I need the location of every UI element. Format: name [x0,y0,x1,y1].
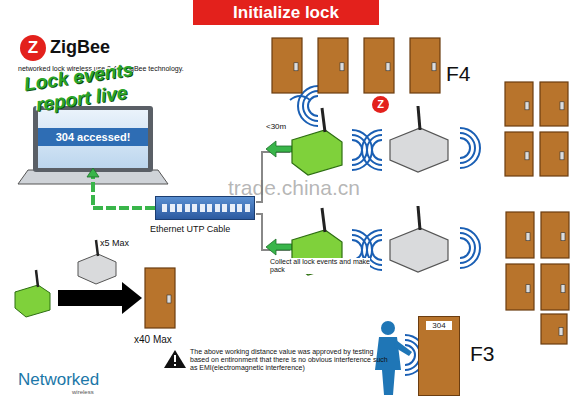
range-arrow [58,282,142,314]
radio-wave [352,140,362,160]
door-lock [340,63,344,71]
switch-port [245,204,250,212]
door-lock [561,285,565,293]
door-lock [560,152,564,160]
brand-logo: Networked [18,370,99,390]
router-device [390,206,448,272]
door-lock [386,63,390,71]
brand-sub: wireless [72,389,94,396]
door [506,212,534,258]
radio-wave [460,228,480,268]
door [364,38,394,93]
title-banner: Initialize lock [193,0,379,25]
arrow-head [87,168,99,177]
connector-line [93,177,155,208]
radio-wave [372,240,382,260]
zigbee-logo: Z [20,35,46,61]
floor-label: F3 [470,342,495,366]
radio-wave [460,233,475,263]
radio-wave [460,128,480,168]
watermark: trade.china.cn [228,176,360,200]
radio-wave [372,140,382,160]
door [410,38,440,93]
warning-icon [174,355,176,362]
warning-note: The above working distance value was app… [190,348,390,372]
door [145,268,175,328]
node-text: 304 accessed! [38,128,148,146]
door [541,212,569,258]
door [505,132,533,176]
data-arrow [266,141,292,157]
distance-label: <30m [266,122,286,131]
radio-wave [460,138,470,158]
count-label: x40 Max [134,334,172,346]
door [505,82,533,126]
door-row [145,38,569,344]
door [272,38,302,93]
switch-port [177,204,182,212]
zigbee-badge: Z [372,96,389,113]
door [540,132,568,176]
radio-wave [460,238,470,258]
switch-port [192,204,197,212]
laptop-screen: 304 accessed! [38,110,148,168]
door-304: 304 [418,316,460,396]
warning-icon [174,364,176,366]
switch-port [222,204,227,212]
door-lock [526,285,530,293]
door-lock [560,102,564,110]
door-lock [526,233,530,241]
door [540,82,568,126]
connector [87,168,155,208]
radio-wave [405,345,415,365]
door-lock [561,233,565,241]
note: Collect all lock events and make pack [270,258,370,274]
radio-wave [290,96,310,100]
router-device [390,106,448,172]
door [541,264,569,310]
door-lock [559,328,563,336]
radio-wave [460,133,475,163]
logo-text: ZigBee [50,37,110,58]
floor-label: F4 [446,62,471,86]
node-text: Ethernet UTP Cable [150,224,230,234]
network-switch: Ethernet UTP Cable [155,196,255,220]
door [318,38,348,93]
switch-port [185,204,190,212]
warning-icon [164,350,186,368]
count-label: x5 Max [100,238,129,248]
radio-wave [303,91,318,121]
door-lock [167,295,171,303]
switch-port [162,204,167,212]
radio-wave [362,130,382,170]
door [541,314,567,344]
laptop-frame [33,106,153,172]
door-lock [525,102,529,110]
gateway-device [15,270,50,317]
switch-port [215,204,220,212]
switch-port [230,204,235,212]
door-lock [294,63,298,71]
gateway-device [292,108,342,175]
radio-wave [367,135,382,165]
data-arrow [266,239,292,255]
switch-port [207,204,212,212]
door-lock [525,152,529,160]
door [506,264,534,310]
radio-wave [352,240,362,260]
node-text: 304 [426,321,452,330]
switch-port [200,204,205,212]
switch-port [170,204,175,212]
door-lock [432,63,436,71]
switch-port [237,204,242,212]
